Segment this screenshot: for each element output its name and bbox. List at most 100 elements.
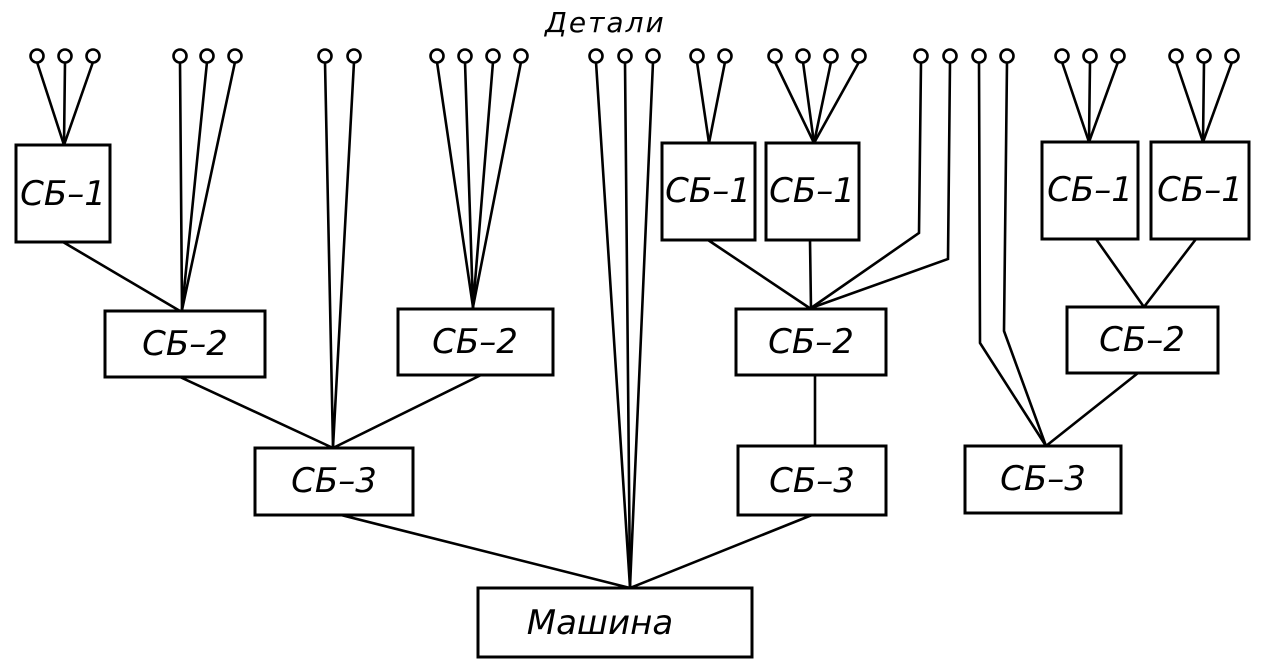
- part-circle: [317, 48, 333, 64]
- edge: [594, 60, 632, 589]
- node-label: СБ–1: [20, 174, 106, 214]
- node-sb2-b: СБ–2: [396, 307, 555, 377]
- edge: [435, 60, 475, 309]
- node-machine: Машина: [476, 586, 754, 659]
- node-label: Машина: [527, 603, 673, 643]
- edge: [812, 60, 861, 145]
- node-sb3-a: СБ–3: [253, 446, 415, 517]
- part-circle: [717, 48, 733, 64]
- part-circle: [57, 48, 73, 64]
- edge: [331, 60, 356, 449]
- node-label: СБ–2: [432, 322, 518, 362]
- node-label: СБ–1: [1047, 170, 1133, 210]
- edge: [1094, 237, 1146, 309]
- part-circle: [1196, 48, 1212, 64]
- node-sb1-c: СБ–1: [764, 141, 861, 242]
- edge: [977, 60, 1048, 448]
- edge: [331, 373, 483, 450]
- node-sb3-c: СБ–3: [963, 444, 1123, 515]
- part-circle: [645, 48, 661, 64]
- node-label: СБ–1: [665, 171, 751, 211]
- edge: [623, 60, 632, 589]
- edge: [323, 60, 335, 449]
- node-sb2-a: СБ–2: [103, 309, 267, 379]
- part-circle: [1110, 48, 1126, 64]
- edge: [471, 60, 495, 309]
- part-circle: [172, 48, 188, 64]
- edge: [1142, 237, 1198, 309]
- part-circle: [617, 48, 633, 64]
- part-circle: [457, 48, 473, 64]
- part-circle: [227, 48, 243, 64]
- part-circle: [913, 48, 929, 64]
- part-circle: [485, 48, 501, 64]
- part-circle: [199, 48, 215, 64]
- part-circle: [513, 48, 529, 64]
- parts: [29, 48, 1240, 64]
- edge: [801, 60, 816, 145]
- node-label: СБ–2: [768, 322, 854, 362]
- node-label: СБ–2: [1099, 320, 1185, 360]
- edge: [180, 60, 237, 312]
- edge: [339, 513, 632, 590]
- edge: [463, 60, 475, 309]
- part-circle: [971, 48, 987, 64]
- edge: [1044, 371, 1140, 448]
- node-label: СБ–2: [142, 324, 228, 364]
- edge: [812, 60, 833, 145]
- part-circle: [429, 48, 445, 64]
- node-sb1-b: СБ–1: [660, 141, 757, 242]
- edge: [1087, 60, 1092, 144]
- edge: [471, 60, 523, 309]
- edge: [809, 60, 923, 310]
- edge: [178, 60, 184, 312]
- edge: [1002, 60, 1048, 448]
- node-label: СБ–1: [1157, 170, 1243, 210]
- edge: [178, 375, 335, 450]
- edge: [695, 60, 711, 145]
- node-sb1-a: СБ–1: [14, 143, 112, 244]
- part-circle: [795, 48, 811, 64]
- part-circle: [851, 48, 867, 64]
- edge: [180, 60, 209, 312]
- node-sb2-c: СБ–2: [734, 307, 888, 377]
- node-sb3-b: СБ–3: [736, 444, 888, 517]
- part-circle: [999, 48, 1015, 64]
- part-circle: [1224, 48, 1240, 64]
- edge: [628, 513, 814, 590]
- part-circle: [588, 48, 604, 64]
- node-label: СБ–3: [769, 461, 855, 501]
- edge: [628, 60, 655, 589]
- node-sb1-d: СБ–1: [1040, 140, 1140, 241]
- edge: [809, 60, 952, 310]
- part-circle: [1082, 48, 1098, 64]
- edge: [62, 60, 67, 147]
- part-circle: [29, 48, 45, 64]
- diagram-title: Детали: [543, 6, 666, 39]
- edge: [1060, 60, 1091, 144]
- node-sb1-e: СБ–1: [1149, 140, 1251, 241]
- part-circle: [689, 48, 705, 64]
- part-circle: [1168, 48, 1184, 64]
- node-label: СБ–3: [291, 461, 377, 501]
- edge: [1201, 60, 1234, 144]
- edge: [35, 60, 66, 147]
- part-circle: [767, 48, 783, 64]
- edge: [62, 60, 95, 147]
- edge: [707, 60, 727, 145]
- part-circle: [85, 48, 101, 64]
- edge: [61, 240, 182, 313]
- part-circle: [942, 48, 958, 64]
- edge: [1201, 60, 1206, 144]
- edge: [808, 238, 813, 311]
- node-sb2-d: СБ–2: [1065, 305, 1220, 375]
- edge: [1174, 60, 1205, 144]
- edges: [35, 60, 1234, 590]
- part-circle: [346, 48, 362, 64]
- edge: [773, 60, 816, 145]
- edge: [1087, 60, 1120, 144]
- node-label: СБ–1: [769, 171, 855, 211]
- part-circle: [1054, 48, 1070, 64]
- node-label: СБ–3: [1000, 459, 1086, 499]
